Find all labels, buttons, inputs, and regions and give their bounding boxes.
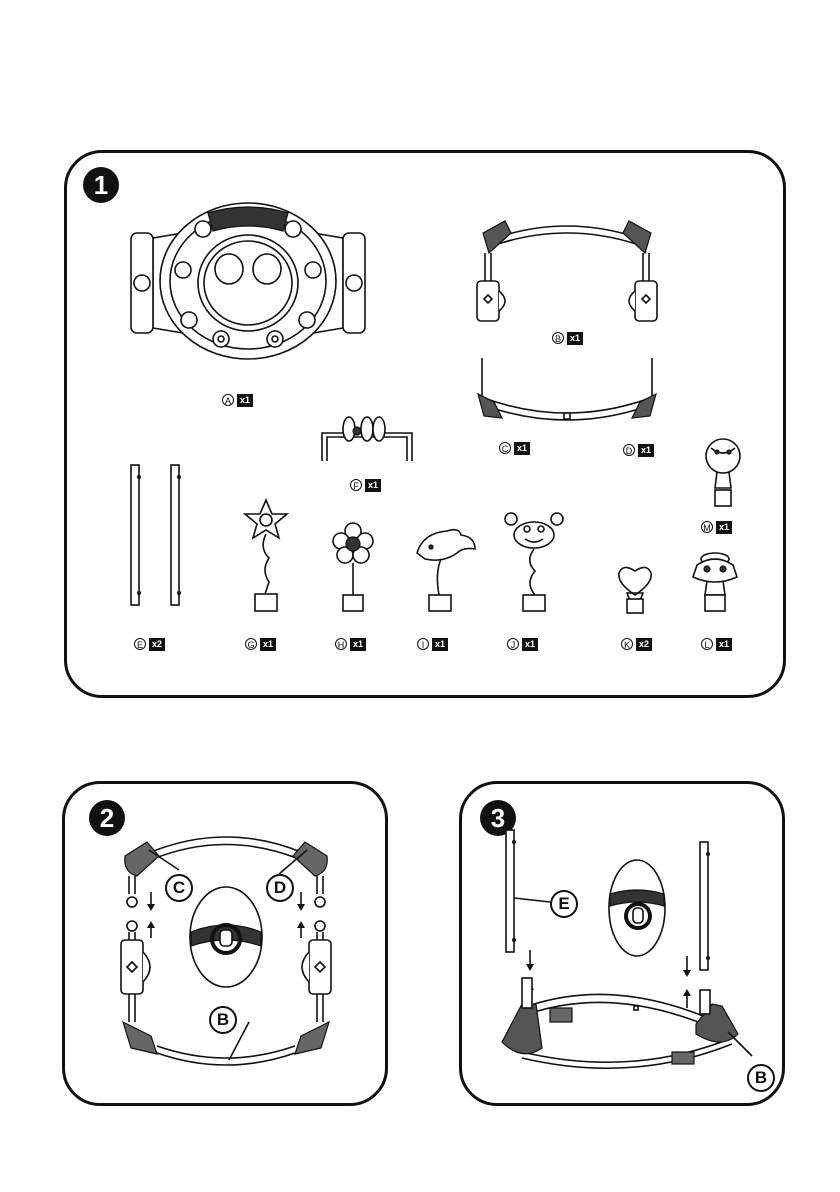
part-letter: F bbox=[350, 479, 362, 491]
part-quantity: x1 bbox=[638, 444, 654, 457]
step-3-assembly-illustration bbox=[482, 828, 772, 1088]
part-c-label: C x1 bbox=[499, 441, 530, 455]
part-k-label: K x2 bbox=[621, 637, 652, 651]
part-letter: E bbox=[134, 638, 146, 650]
part-l-label: L x1 bbox=[701, 637, 732, 651]
part-m-ball-toy-illustration bbox=[703, 438, 743, 510]
part-letter: H bbox=[335, 638, 347, 650]
part-e-label: E x2 bbox=[134, 637, 165, 651]
part-g-star-toy-illustration bbox=[241, 498, 291, 613]
part-d-label: D x1 bbox=[623, 443, 654, 457]
part-j-label: J x1 bbox=[507, 637, 538, 651]
part-b-label: B x1 bbox=[552, 331, 583, 345]
part-c-d-arc-illustration bbox=[472, 358, 662, 428]
part-k-heart-toy-illustration bbox=[615, 563, 655, 615]
part-a-label: A x1 bbox=[222, 393, 253, 407]
part-f-label: F x1 bbox=[350, 478, 381, 492]
part-i-label: I x1 bbox=[417, 637, 448, 651]
part-quantity: x1 bbox=[432, 638, 448, 651]
part-quantity: x1 bbox=[350, 638, 366, 651]
callout-e: E bbox=[550, 890, 578, 918]
part-quantity: x1 bbox=[522, 638, 538, 651]
part-letter: C bbox=[499, 442, 511, 454]
part-j-crab-toy-illustration bbox=[503, 511, 565, 615]
part-e-legs-illustration bbox=[129, 465, 189, 610]
step-2-panel: 2 C bbox=[62, 781, 388, 1106]
callout-c: C bbox=[165, 874, 193, 902]
part-quantity: x2 bbox=[149, 638, 165, 651]
part-f-toy-bar-illustration bbox=[317, 411, 417, 466]
part-b-frame-illustration bbox=[467, 211, 667, 331]
part-quantity: x1 bbox=[365, 479, 381, 492]
part-a-seat-illustration bbox=[123, 203, 373, 363]
part-h-label: H x1 bbox=[335, 637, 366, 651]
part-letter: L bbox=[701, 638, 713, 650]
callout-b: B bbox=[747, 1064, 775, 1092]
part-quantity: x1 bbox=[514, 442, 530, 455]
part-letter: J bbox=[507, 638, 519, 650]
step-number: 1 bbox=[83, 167, 119, 203]
part-quantity: x1 bbox=[716, 638, 732, 651]
part-quantity: x1 bbox=[237, 394, 253, 407]
part-h-flower-toy-illustration bbox=[331, 523, 375, 615]
part-l-drum-toy-illustration bbox=[689, 551, 741, 615]
part-quantity: x1 bbox=[567, 332, 583, 345]
part-quantity: x2 bbox=[636, 638, 652, 651]
part-letter: G bbox=[245, 638, 257, 650]
part-g-label: G x1 bbox=[245, 637, 276, 651]
callout-d: D bbox=[266, 874, 294, 902]
part-quantity: x1 bbox=[716, 521, 732, 534]
callout-b: B bbox=[209, 1006, 237, 1034]
step-3-panel: 3 E B bbox=[459, 781, 785, 1106]
part-i-dolphin-toy-illustration bbox=[413, 523, 479, 615]
part-letter: M bbox=[701, 521, 713, 533]
step-2-assembly-illustration bbox=[101, 822, 351, 1072]
part-letter: B bbox=[552, 332, 564, 344]
part-quantity: x1 bbox=[260, 638, 276, 651]
part-m-label: M x1 bbox=[701, 520, 732, 534]
part-letter: K bbox=[621, 638, 633, 650]
part-letter: I bbox=[417, 638, 429, 650]
part-letter: D bbox=[623, 444, 635, 456]
part-letter: A bbox=[222, 394, 234, 406]
step-1-panel: 1 A x1 B bbox=[64, 150, 786, 698]
